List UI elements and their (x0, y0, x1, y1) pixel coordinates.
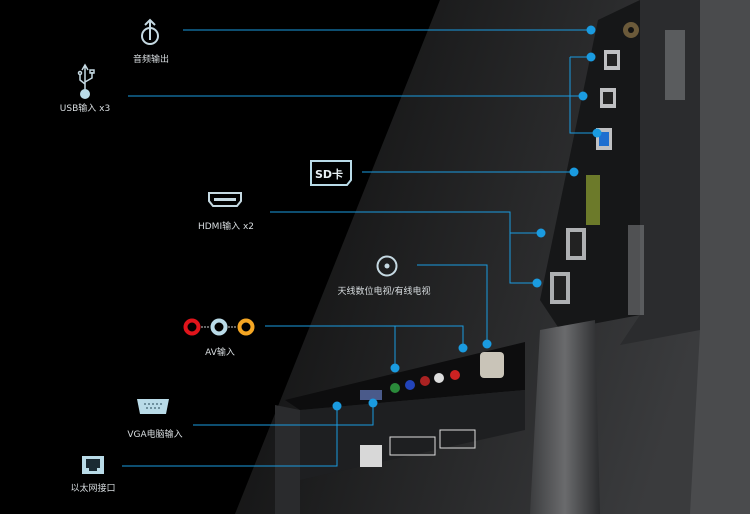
audio-out-icon (141, 18, 159, 45)
tv-stand (530, 320, 600, 514)
av-label: AV输入 (205, 348, 235, 358)
ethernet-label: 以太网接口 (70, 484, 116, 494)
hdmi-icon (208, 192, 242, 207)
side-port-panel (540, 0, 640, 330)
vga-icon (137, 399, 169, 414)
usb-label: USB输入 x3 (59, 104, 111, 114)
ethernet-icon (82, 456, 104, 474)
antenna-icon (376, 255, 398, 277)
vga-label: VGA电脑输入 (127, 430, 183, 440)
sd-card-icon (310, 160, 352, 186)
sd-card-label: SD卡 (315, 168, 344, 181)
connection-dots (332, 25, 602, 411)
av-rca-icon (183, 318, 255, 336)
bottom-port-panel (285, 342, 525, 410)
usb-icon (77, 63, 95, 99)
audio-out-label: 音频输出 (132, 55, 170, 65)
antenna-label: 天线数位电视/有线电视 (337, 287, 431, 297)
hdmi-label: HDMI输入 x2 (197, 222, 255, 232)
